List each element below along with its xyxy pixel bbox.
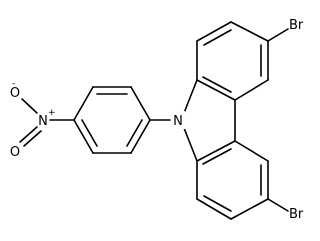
double-bond-line	[126, 119, 143, 147]
bond	[130, 86, 151, 121]
bond	[183, 79, 198, 114]
nitro-plus-charge: +	[48, 108, 56, 118]
oxygen-bottom-label: O	[10, 145, 20, 160]
bond	[234, 140, 269, 162]
bond	[196, 140, 236, 162]
bond	[267, 198, 289, 212]
double-bond-line	[202, 76, 232, 93]
double-bond-line	[202, 148, 232, 165]
ring-nitrogen-label: N	[173, 114, 183, 129]
double-bond-line	[81, 119, 98, 147]
double-bond-line	[203, 195, 232, 212]
double-bond-line	[23, 130, 42, 147]
bond	[183, 127, 198, 162]
bond	[230, 21, 269, 42]
bond	[234, 79, 269, 101]
double-bond-line	[19, 126, 38, 143]
oxygen-top-label: O	[10, 86, 20, 101]
bond	[73, 119, 94, 154]
bond	[21, 98, 38, 114]
bond	[130, 119, 151, 154]
bromine-bottom-label: Br	[289, 207, 304, 222]
bond	[196, 198, 232, 220]
bond-lines	[19, 21, 289, 220]
atom-labels: N Br Br N + O - O	[10, 18, 304, 222]
bond	[196, 21, 232, 42]
double-bond-line	[203, 29, 232, 46]
bond	[230, 198, 269, 220]
oxygen-minus-charge: -	[12, 79, 15, 89]
nitro-nitrogen-label: N	[38, 114, 48, 129]
bromine-top-label: Br	[289, 18, 304, 33]
bond	[196, 79, 236, 101]
bond	[267, 28, 289, 42]
bond	[73, 86, 94, 121]
